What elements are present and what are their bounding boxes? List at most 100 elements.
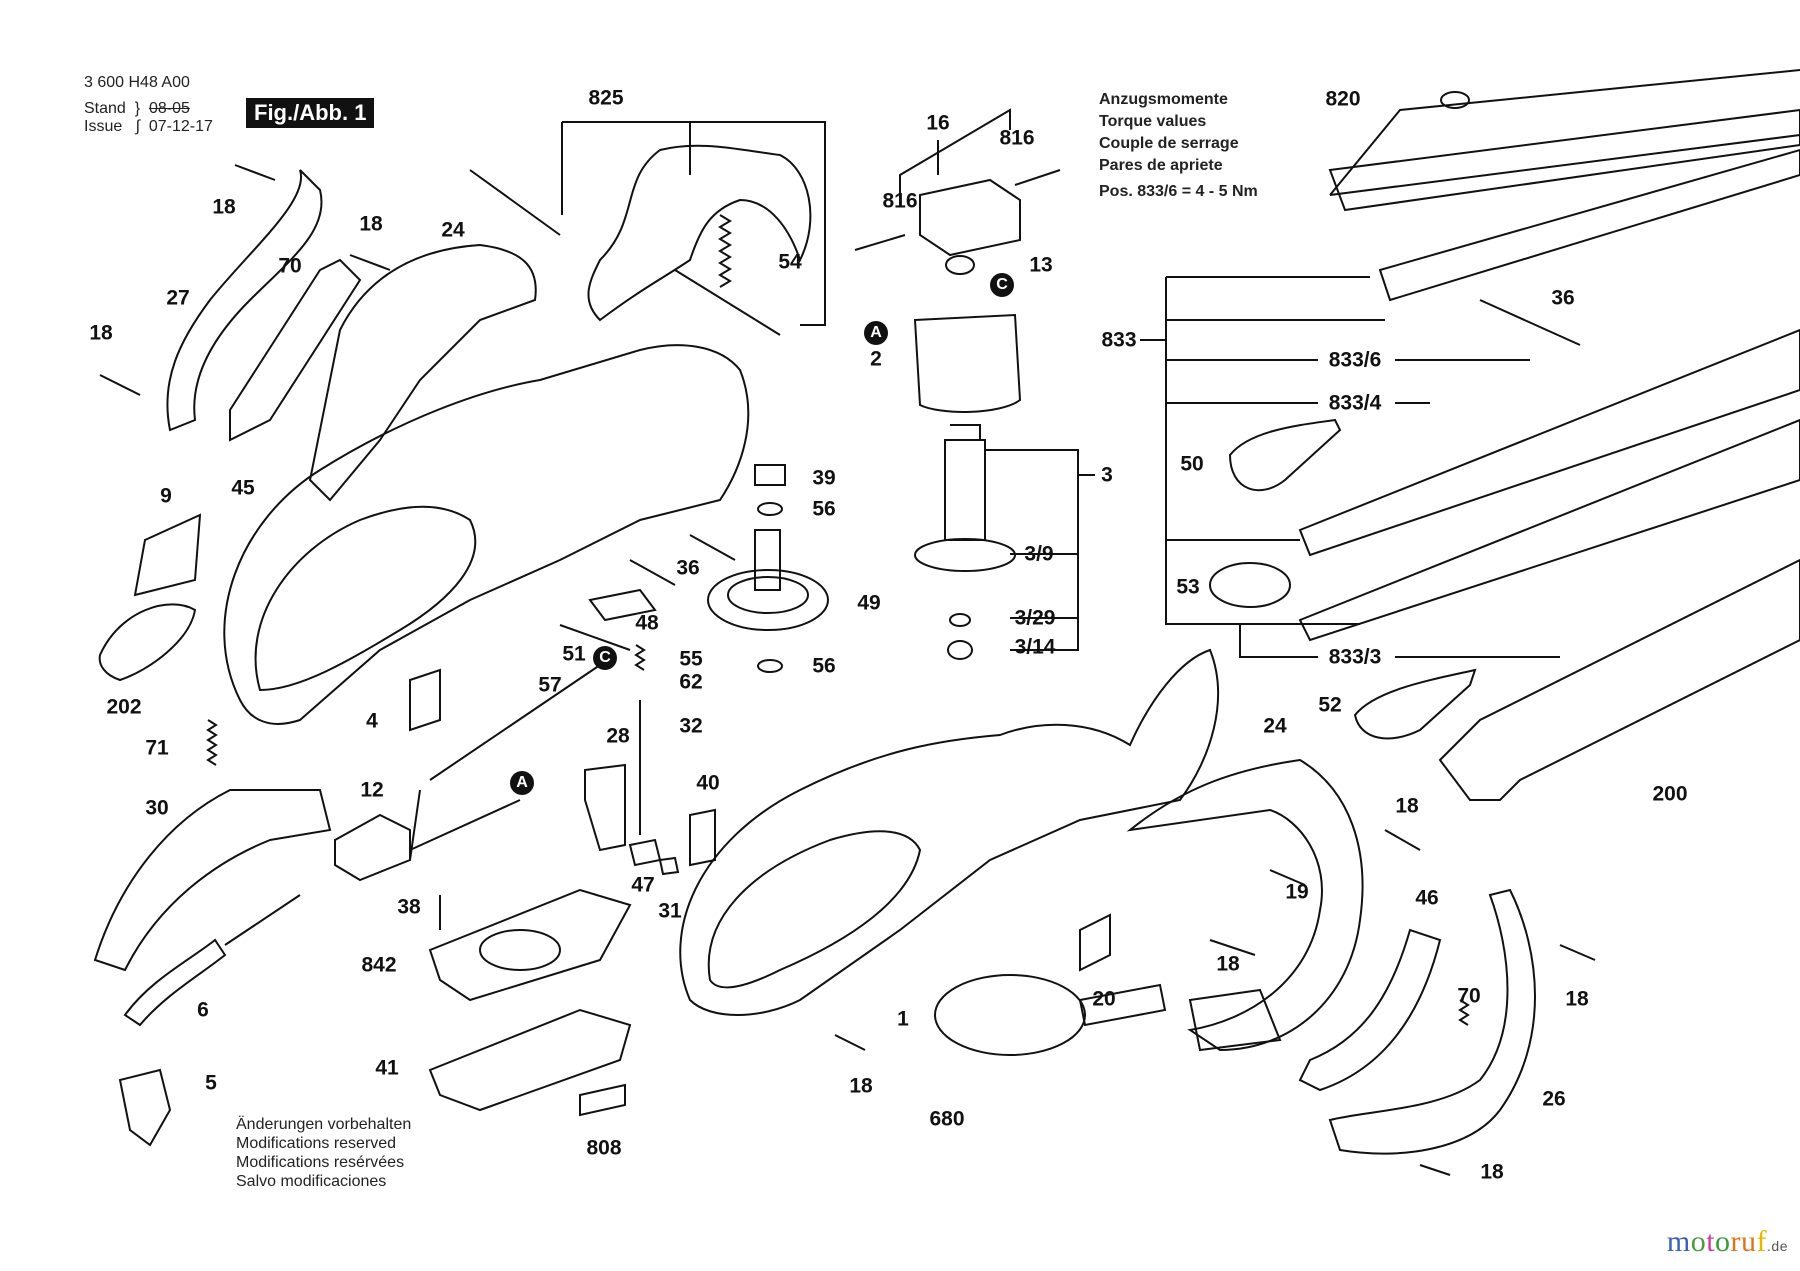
part-47 bbox=[628, 838, 662, 867]
part-guard-46 bbox=[1298, 928, 1442, 1092]
part-number-70[interactable]: 70 bbox=[278, 254, 302, 278]
part-number-70[interactable]: 70 bbox=[1457, 984, 1481, 1008]
part-number-24[interactable]: 24 bbox=[1263, 714, 1287, 738]
part-number-26[interactable]: 26 bbox=[1542, 1087, 1566, 1111]
part-number-46[interactable]: 46 bbox=[1415, 886, 1439, 910]
part-number-200[interactable]: 200 bbox=[1652, 782, 1688, 806]
part-label-9 bbox=[133, 513, 202, 597]
part-number-19[interactable]: 19 bbox=[1285, 880, 1309, 904]
part-number-18[interactable]: 18 bbox=[1216, 952, 1240, 976]
part-number-41[interactable]: 41 bbox=[375, 1056, 399, 1080]
part-brush-holder-16 bbox=[919, 178, 1021, 257]
part-number-825[interactable]: 825 bbox=[588, 86, 624, 110]
part-stator-2 bbox=[913, 313, 1022, 413]
part-number-18[interactable]: 18 bbox=[89, 321, 113, 345]
stand-label: Stand bbox=[84, 100, 126, 117]
part-number-820[interactable]: 820 bbox=[1325, 87, 1361, 111]
part-number-56[interactable]: 56 bbox=[812, 654, 836, 678]
figure-title: Fig./Abb. 1 bbox=[246, 98, 375, 128]
part-number-52[interactable]: 52 bbox=[1318, 693, 1342, 717]
part-blade-lower bbox=[1298, 418, 1800, 642]
part-number-18[interactable]: 18 bbox=[212, 195, 236, 219]
part-switch-28 bbox=[584, 763, 626, 852]
part-pin-36 bbox=[629, 534, 736, 586]
part-number-5[interactable]: 5 bbox=[205, 1071, 217, 1095]
part-number-54[interactable]: 54 bbox=[778, 250, 802, 274]
part-screw-18-c bbox=[99, 374, 141, 396]
motoruf-watermark-logo: motoruf.de bbox=[1667, 1225, 1788, 1259]
part-spring-55 bbox=[634, 644, 646, 671]
part-number-24[interactable]: 24 bbox=[441, 218, 465, 242]
part-number-50[interactable]: 50 bbox=[1180, 452, 1204, 476]
part-number-2[interactable]: 2 bbox=[870, 347, 882, 371]
part-number-18[interactable]: 18 bbox=[359, 212, 383, 236]
part-spring-71 bbox=[206, 719, 218, 766]
bracket-16 bbox=[899, 108, 1011, 205]
issue-value: 07-12-17 bbox=[148, 118, 213, 135]
part-number-48[interactable]: 48 bbox=[635, 611, 659, 635]
torque-values-note: Anzugsmomente Torque values Couple de se… bbox=[1099, 89, 1258, 203]
part-number-816[interactable]: 816 bbox=[999, 126, 1035, 150]
part-number-51[interactable]: 51 bbox=[562, 642, 586, 666]
part-number-28[interactable]: 28 bbox=[606, 724, 630, 748]
part-number-816[interactable]: 816 bbox=[882, 189, 918, 213]
part-number-40[interactable]: 40 bbox=[696, 771, 720, 795]
part-cover-24-upper bbox=[308, 243, 537, 502]
part-number-842[interactable]: 842 bbox=[361, 953, 397, 977]
part-plate-842 bbox=[428, 888, 632, 1002]
part-number-20[interactable]: 20 bbox=[1092, 987, 1116, 1011]
part-number-38[interactable]: 38 bbox=[397, 895, 421, 919]
part-number-18[interactable]: 18 bbox=[849, 1074, 873, 1098]
part-number-56[interactable]: 56 bbox=[812, 497, 836, 521]
part-number-3-9[interactable]: 3/9 bbox=[1024, 542, 1054, 566]
part-washer-56a bbox=[757, 502, 783, 516]
part-slider-40 bbox=[689, 808, 716, 867]
part-number-27[interactable]: 27 bbox=[166, 286, 190, 310]
part-rod-right bbox=[674, 269, 781, 336]
part-number-71[interactable]: 71 bbox=[145, 736, 169, 760]
part-guard-24-lower bbox=[1126, 758, 1364, 1052]
part-number-36[interactable]: 36 bbox=[676, 556, 700, 580]
part-number-18[interactable]: 18 bbox=[1480, 1160, 1504, 1184]
part-key-50 bbox=[1228, 418, 1342, 492]
part-number-833-6[interactable]: 833/6 bbox=[1328, 348, 1382, 372]
part-number-1[interactable]: 1 bbox=[897, 1007, 909, 1031]
part-number-4[interactable]: 4 bbox=[366, 709, 378, 733]
part-number-202[interactable]: 202 bbox=[106, 695, 142, 719]
part-plug-5 bbox=[118, 1068, 172, 1147]
part-number-62[interactable]: 62 bbox=[679, 670, 703, 694]
watermark-letter: t bbox=[1706, 1225, 1716, 1258]
connection-marker-c-icon: C bbox=[990, 273, 1014, 297]
part-number-49[interactable]: 49 bbox=[857, 591, 881, 615]
part-number-31[interactable]: 31 bbox=[658, 899, 682, 923]
issue-label: Issue bbox=[84, 118, 123, 135]
part-number-3[interactable]: 3 bbox=[1101, 463, 1113, 487]
part-number-3-14[interactable]: 3/14 bbox=[1014, 635, 1056, 659]
part-number-808[interactable]: 808 bbox=[586, 1136, 622, 1160]
part-number-833-4[interactable]: 833/4 bbox=[1328, 391, 1382, 415]
part-screw-18-e bbox=[1209, 939, 1256, 956]
part-number-47[interactable]: 47 bbox=[631, 873, 655, 897]
part-number-57[interactable]: 57 bbox=[538, 673, 562, 697]
part-number-3-29[interactable]: 3/29 bbox=[1014, 606, 1056, 630]
part-number-680[interactable]: 680 bbox=[929, 1107, 965, 1131]
connection-marker-a-icon: A bbox=[864, 321, 888, 345]
part-number-12[interactable]: 12 bbox=[360, 778, 384, 802]
part-number-53[interactable]: 53 bbox=[1176, 575, 1200, 599]
part-number-30[interactable]: 30 bbox=[145, 796, 169, 820]
part-number-39[interactable]: 39 bbox=[812, 466, 836, 490]
part-number-18[interactable]: 18 bbox=[1395, 794, 1419, 818]
part-number-833[interactable]: 833 bbox=[1101, 328, 1137, 352]
part-number-13[interactable]: 13 bbox=[1029, 253, 1053, 277]
part-number-9[interactable]: 9 bbox=[160, 484, 172, 508]
part-number-55[interactable]: 55 bbox=[679, 647, 703, 671]
part-top-rail-820 bbox=[1329, 69, 1800, 196]
part-grip-45 bbox=[229, 258, 362, 442]
part-number-833-3[interactable]: 833/3 bbox=[1328, 645, 1382, 669]
part-number-18[interactable]: 18 bbox=[1565, 987, 1589, 1011]
part-number-6[interactable]: 6 bbox=[197, 998, 209, 1022]
part-number-16[interactable]: 16 bbox=[926, 111, 950, 135]
part-number-36[interactable]: 36 bbox=[1551, 286, 1575, 310]
part-number-45[interactable]: 45 bbox=[231, 476, 255, 500]
part-number-32[interactable]: 32 bbox=[679, 714, 703, 738]
